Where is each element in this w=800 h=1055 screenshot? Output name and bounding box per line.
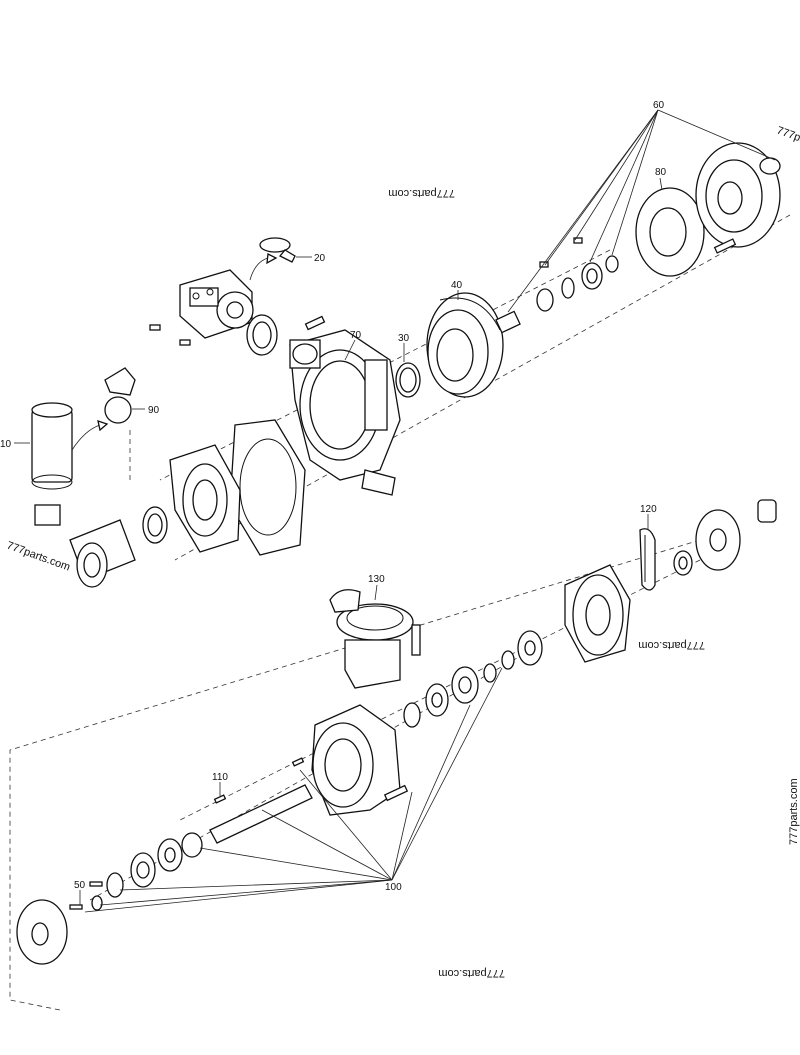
pump-casing-part-70 (289, 329, 401, 496)
callout-90: 90 (148, 405, 160, 416)
volute-cover-part-40 (426, 292, 504, 398)
diaphragm-part-20 (259, 237, 296, 263)
callout-100: 100 (385, 882, 402, 893)
pulley-left (16, 899, 68, 965)
watermark-right-vertical: 777parts.com (788, 778, 800, 845)
bearing-set-middle (403, 663, 497, 728)
callout-80: 80 (655, 167, 667, 178)
callout-20: 20 (314, 253, 326, 264)
float-part-90 (104, 367, 136, 424)
watermark-left: 777parts.com (5, 540, 72, 574)
leader-lines (14, 109, 776, 913)
callout-10: 10 (0, 439, 12, 450)
large-flange-gasket (229, 419, 306, 556)
filter-canister-part-10 (31, 402, 73, 490)
pipe-elbow-left (34, 504, 136, 588)
callout-50: 50 (74, 880, 86, 891)
gasket-ring-upper (246, 314, 278, 356)
seal-parts-part-60 (495, 237, 619, 334)
callout-30: 30 (398, 333, 410, 344)
gasket-left (142, 506, 168, 544)
callout-labels: 60 80 40 30 70 20 90 10 120 130 110 50 1… (0, 100, 667, 893)
bearing-lower-right (501, 630, 543, 670)
bolts-upper (149, 315, 326, 346)
arrow-head-90 (97, 420, 109, 432)
arrow-to-part-90 (71, 424, 101, 451)
end-housing-upper (695, 142, 781, 254)
watermark-right-middle: 777parts.com (638, 639, 705, 651)
callout-130: 130 (368, 574, 385, 585)
pulley-right (695, 499, 777, 571)
callout-70: 70 (350, 330, 362, 341)
bearing-small-right (673, 550, 693, 576)
arrow-head-20 (266, 253, 278, 265)
pump-head-part-130 (329, 589, 421, 689)
watermark-top-right-partial: 777pa (775, 125, 800, 147)
watermarks: 777parts.com 777parts.com 777parts.com 7… (5, 125, 800, 979)
belt-part-120 (639, 528, 656, 591)
callout-40: 40 (451, 280, 463, 291)
shaft-part-110 (209, 757, 313, 844)
watermark-top: 777parts.com (388, 187, 455, 199)
arrow-to-part-20 (249, 257, 269, 281)
callout-110: 110 (212, 772, 228, 783)
bearing-housing-lower-right (564, 564, 631, 663)
callout-60: 60 (653, 100, 665, 111)
main-bearing-housing (311, 704, 409, 816)
o-ring-part-30 (395, 362, 421, 398)
watermark-bottom: 777parts.com (438, 967, 505, 979)
bearing-stack-lower-left (69, 832, 203, 911)
bearing-housing-upper-left (169, 444, 241, 553)
callout-120: 120 (640, 504, 657, 515)
valve-assembly-upper (179, 269, 254, 339)
disc-part-80 (635, 187, 705, 277)
